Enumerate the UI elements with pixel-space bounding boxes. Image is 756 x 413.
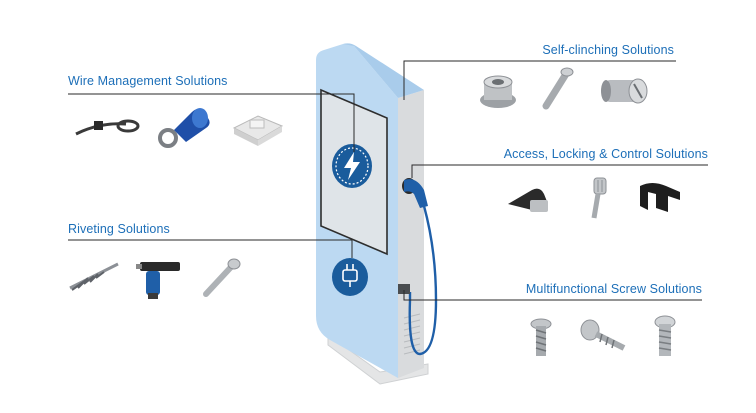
label-wire-management: Wire Management Solutions bbox=[68, 74, 228, 88]
cable-tie-icon bbox=[75, 119, 140, 136]
label-self-clinching: Self-clinching Solutions bbox=[542, 43, 674, 57]
plug-icon bbox=[332, 258, 368, 296]
flange-screw-icon bbox=[530, 318, 552, 356]
charge-connector bbox=[404, 179, 428, 208]
label-access-locking: Access, Locking & Control Solutions bbox=[503, 147, 708, 161]
label-riveting: Riveting Solutions bbox=[68, 222, 170, 236]
clinch-pin-icon bbox=[542, 67, 574, 110]
station-side bbox=[398, 90, 424, 378]
machine-screw-icon bbox=[654, 315, 676, 356]
clinch-standoff-icon bbox=[601, 78, 648, 104]
quarter-turn-latch-icon bbox=[508, 188, 548, 212]
ring-terminal-icon bbox=[158, 108, 210, 148]
leader-riveting bbox=[68, 239, 353, 258]
rivet-gun-icon bbox=[136, 262, 180, 299]
leader-lines bbox=[68, 60, 708, 301]
leader-wire-management bbox=[68, 93, 355, 152]
leader-access-locking bbox=[411, 164, 708, 178]
thread-forming-screw-icon bbox=[580, 319, 626, 351]
rivet-stud-icon bbox=[203, 258, 241, 297]
adhesive-mount-icon bbox=[232, 115, 284, 146]
captive-screw-icon bbox=[591, 177, 607, 219]
label-multifunctional-screw: Multifunctional Screw Solutions bbox=[525, 282, 702, 296]
clinch-nut-icon bbox=[480, 75, 516, 108]
leader-self-clinching bbox=[403, 60, 676, 100]
service-port bbox=[398, 284, 410, 294]
panel-clip-icon bbox=[640, 183, 680, 212]
lightning-icon bbox=[332, 144, 372, 188]
blind-rivet-icon bbox=[69, 262, 119, 291]
leader-multifunctional-screw bbox=[403, 290, 702, 301]
charge-cable bbox=[408, 205, 438, 356]
